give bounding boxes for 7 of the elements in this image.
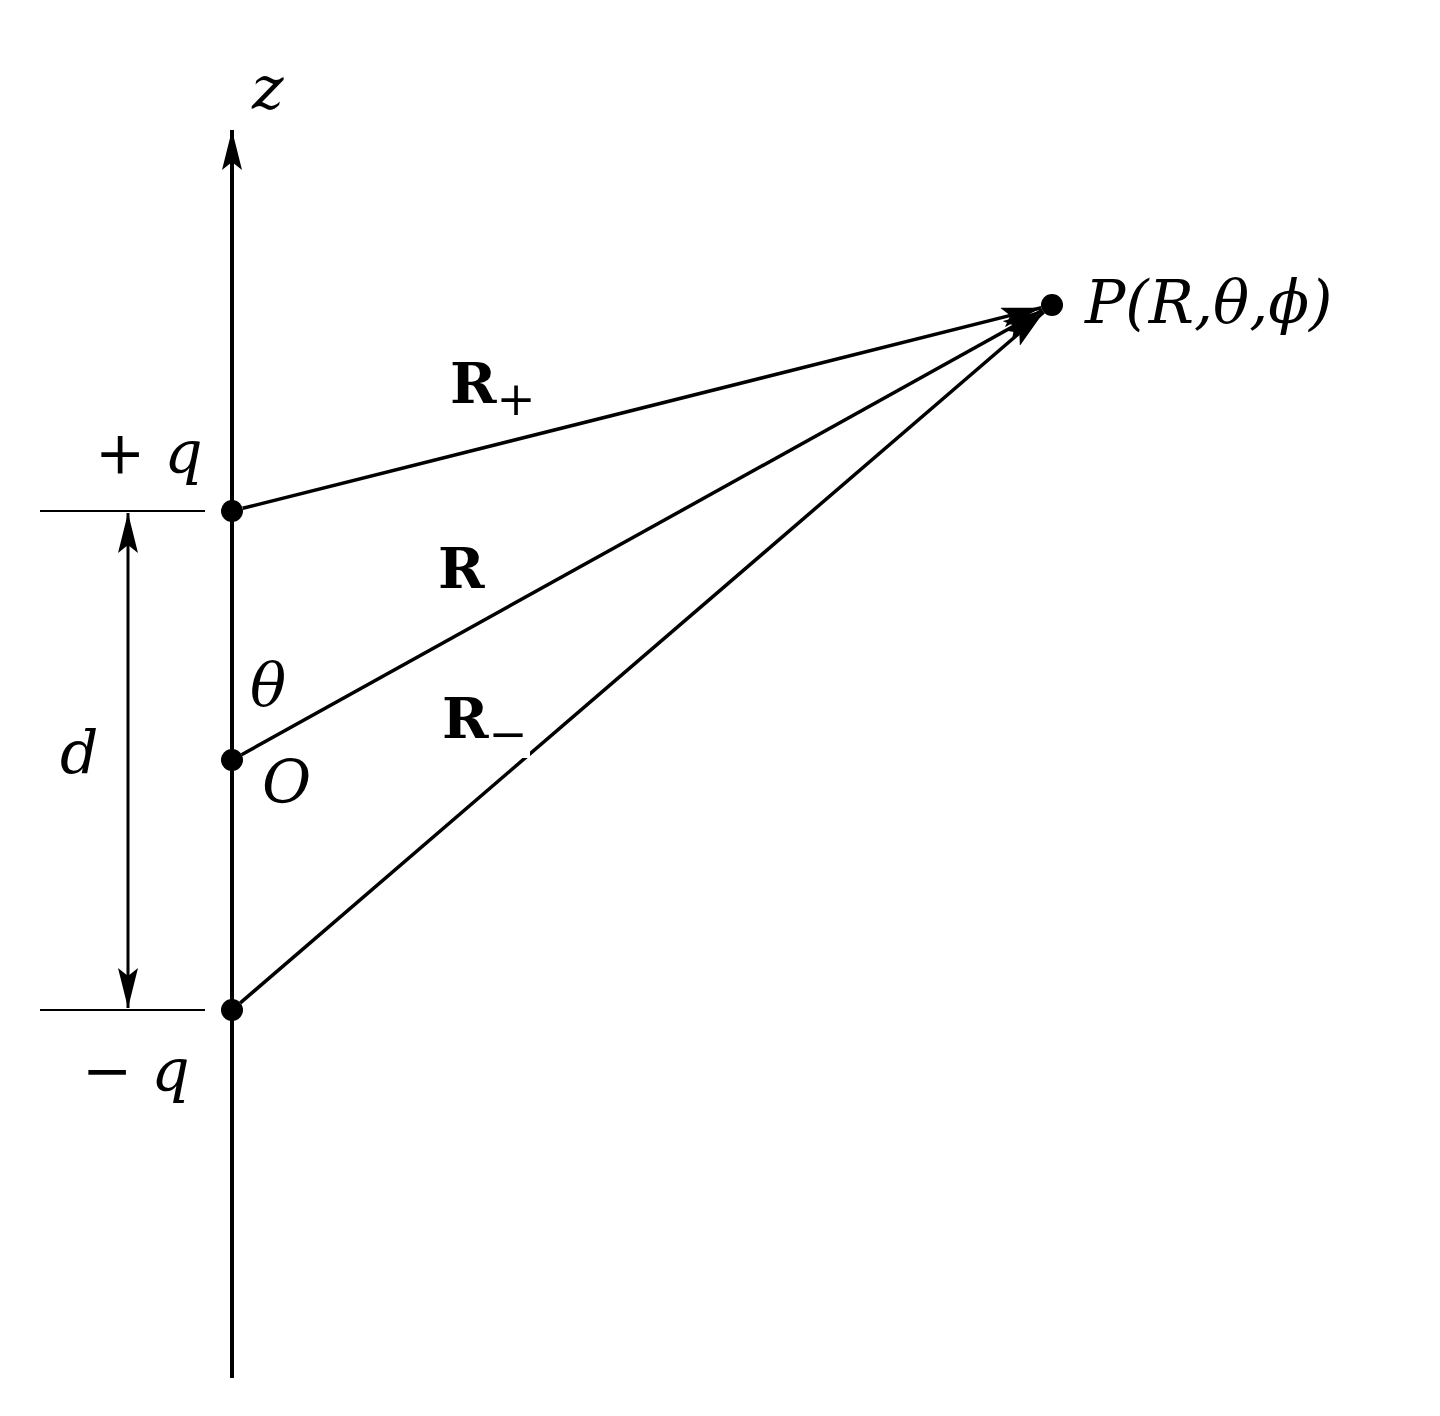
point-label: O: [262, 752, 312, 812]
vector-arrow: [242, 306, 1042, 510]
vector-arrow: [239, 310, 1045, 1005]
vector-arrow: [240, 308, 1044, 757]
axis-label: z: [252, 58, 284, 118]
dimension-label: d: [60, 722, 99, 782]
angle-label: θ: [250, 655, 287, 715]
